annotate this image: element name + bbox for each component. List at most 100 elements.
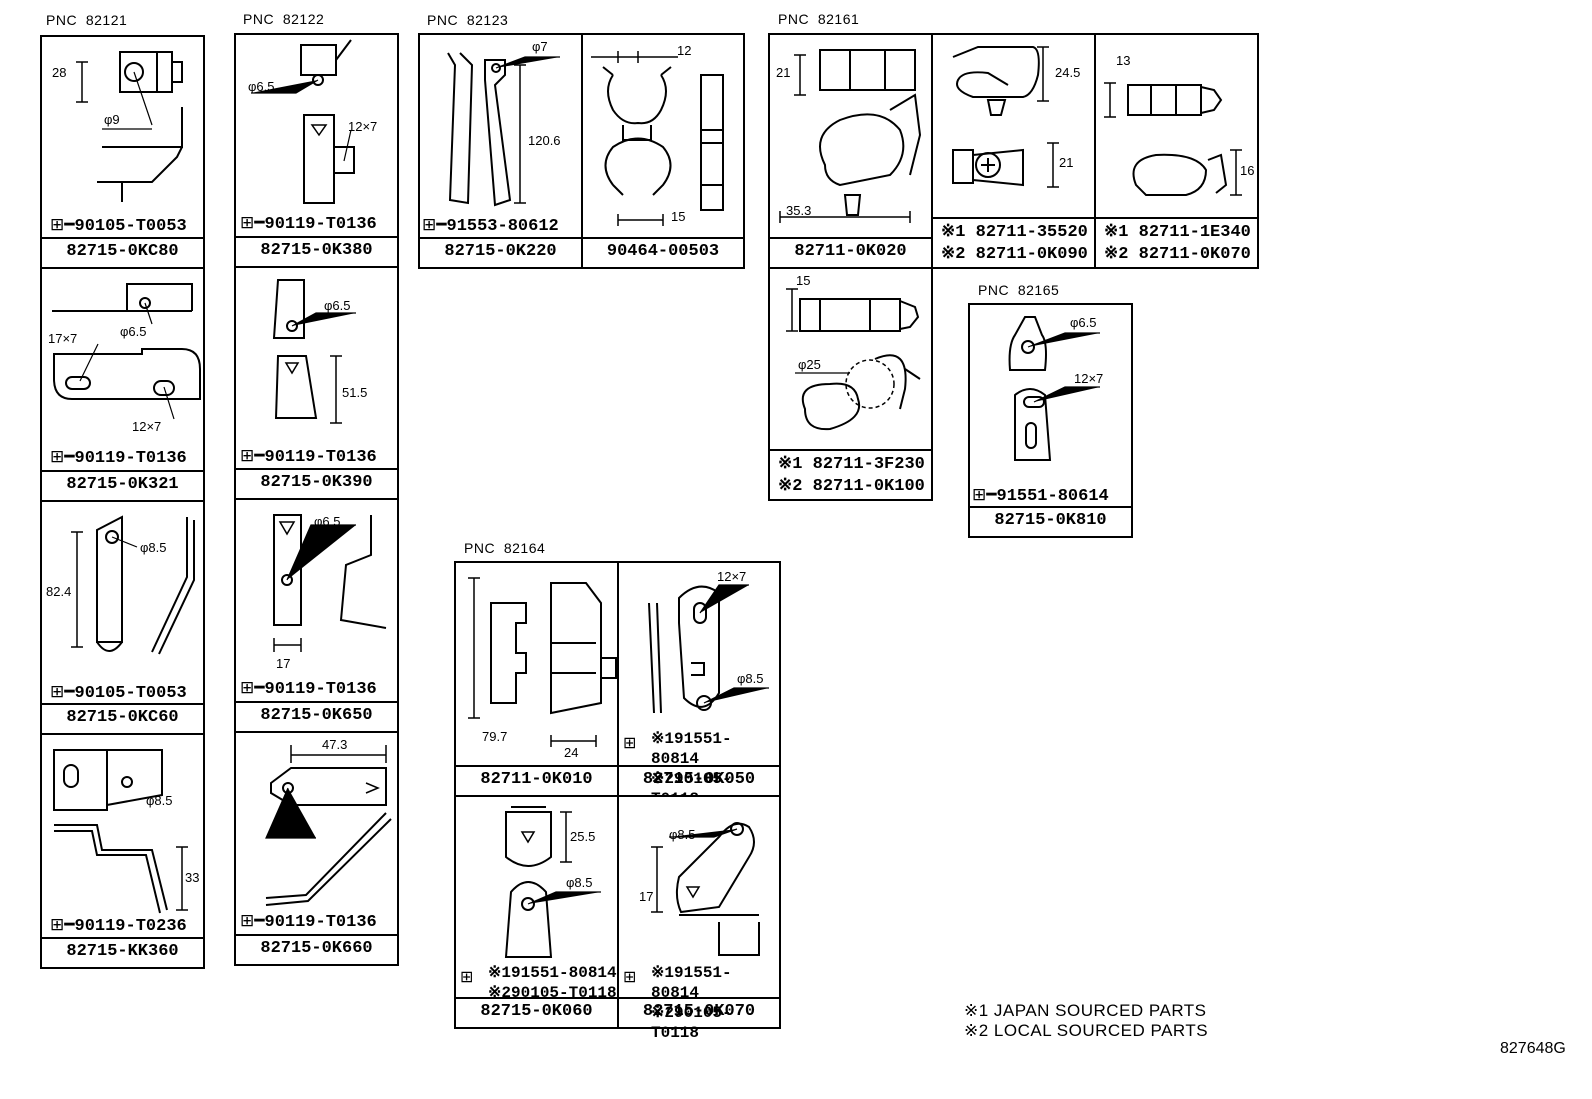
- part-number[interactable]: 82715-0K810: [970, 506, 1131, 536]
- dimension-label: 12×7: [717, 569, 747, 584]
- dimension-label: φ6.5: [1070, 315, 1097, 330]
- bolt-row[interactable]: ⊞━90105-T0053: [50, 215, 187, 236]
- dimension-label: φ8.5: [146, 793, 173, 808]
- part-number[interactable]: 82715-KK360: [42, 937, 203, 967]
- part-cell-82711-0K010[interactable]: 79.7 24 82711-0K010: [454, 561, 619, 797]
- dimension-label: 12×7: [348, 119, 378, 134]
- dimension-label: 12: [677, 43, 692, 58]
- legend-local: ※2 LOCAL SOURCED PARTS: [964, 1021, 1209, 1040]
- part-cell-82711-0K020[interactable]: 21 35.3 82711-0K020: [768, 33, 933, 269]
- part-number[interactable]: 82715-0K060: [456, 997, 617, 1027]
- pnc-label-82164: PNC 82164: [464, 540, 546, 556]
- part-cell-82715-KK360[interactable]: φ8.5 33 ⊞━90119-T0236 82715-KK360: [40, 733, 205, 969]
- part-cell-82715-0K060[interactable]: 25.5 φ8.5 ⊞※191551-80814※290105-T0118 82…: [454, 795, 619, 1029]
- clip-drawing: [952, 46, 1059, 188]
- part-number-pair[interactable]: ※1 82711-1E340 ※2 82711-0K070: [1096, 217, 1257, 267]
- part-cell-82715-0K390[interactable]: φ6.5 51.5 ⊞━90119-T0136 82715-0K390: [234, 266, 399, 500]
- part-cell-82715-0K220[interactable]: φ7 120.6 ⊞━91553-80612 82715-0K220: [418, 33, 583, 269]
- part-cell-82711-1E340[interactable]: 13 16 ※1 82711-1E340 ※2 82711-0K070: [1094, 33, 1259, 269]
- bolt-part-number: 90119-T0136: [264, 680, 377, 699]
- dimension-label: 17: [276, 656, 291, 671]
- part-number-pair[interactable]: ※1 82711-35520 ※2 82711-0K090: [933, 217, 1094, 267]
- dimension-label: 13: [1116, 53, 1131, 68]
- japan-bolt[interactable]: ※191551-80814: [488, 964, 617, 982]
- part-cell-82711-3F230[interactable]: 15 φ25 ※1 82711-3F230※2 82711-0K100: [768, 267, 933, 501]
- local-part-number[interactable]: ※2 82711-0K100: [778, 477, 925, 496]
- dimension-label: 28: [52, 65, 67, 80]
- pnc-label-82165: PNC 82165: [978, 282, 1060, 298]
- part-cell-82715-0K650[interactable]: φ6.5 17 ⊞━90119-T0136 82715-0K650: [234, 498, 399, 733]
- bolt-icon: ⊞: [422, 215, 437, 235]
- part-number[interactable]: 90464-00503: [583, 237, 743, 267]
- dimension-label: 24: [564, 745, 579, 760]
- bolt-row[interactable]: ⊞━90105-T0053: [50, 682, 187, 703]
- part-number-pair[interactable]: ※1 82711-3F230 ※2 82711-0K100: [770, 449, 931, 499]
- dimension-label: 16: [1240, 163, 1255, 178]
- part-number[interactable]: 82715-0K660: [236, 934, 397, 964]
- bolt-icon: ⊞: [50, 447, 65, 467]
- dimension-label: 17×7: [48, 331, 78, 346]
- part-number[interactable]: 82715-0KC80: [42, 237, 203, 267]
- bracket-drawing: [265, 745, 392, 906]
- bolt-row[interactable]: ⊞━90119-T0136: [50, 447, 187, 468]
- part-cell-82711-35520[interactable]: 24.5 21 ※1 82711-35520※2 82711-0K090: [931, 33, 1096, 269]
- bolt-rows[interactable]: ⊞※191551-80814※290105-T0118: [623, 729, 779, 809]
- japan-bolt[interactable]: ※191551-80814: [651, 730, 732, 768]
- dimension-label: 12×7: [132, 419, 162, 434]
- part-number[interactable]: 82715-0K321: [42, 470, 203, 500]
- part-number[interactable]: 82715-0K650: [236, 701, 397, 731]
- bolt-row[interactable]: ⊞━90119-T0136: [240, 911, 377, 932]
- bolt-part-number: 90119-T0136: [74, 449, 187, 468]
- dimension-label: 15: [671, 209, 686, 224]
- part-cell-82715-0KC60[interactable]: 82.4 φ8.5 ⊞━90105-T0053 82715-0KC60: [40, 500, 205, 735]
- bolt-row[interactable]: ⊞━90119-T0136: [240, 446, 377, 467]
- part-cell-82715-0KC80[interactable]: 28 φ9 ⊞━90105-T0053 82715-0KC80: [40, 35, 205, 269]
- bolt-row[interactable]: ⊞━91551-80614: [972, 485, 1109, 506]
- part-number[interactable]: 82715-0K390: [236, 468, 397, 498]
- dimension-label: φ9: [104, 112, 120, 127]
- bolt-icon: ⊞: [972, 485, 987, 505]
- part-cell-82715-0K660[interactable]: 47.3 φ6.5 ⊞━90119-T0136 82715-0K660: [234, 731, 399, 966]
- part-cell-82715-0K321[interactable]: 17×7 φ6.5 12×7 ⊞━90119-T0136 82715-0K321: [40, 267, 205, 502]
- local-part-number[interactable]: ※2 82711-0K070: [1104, 245, 1251, 264]
- part-number[interactable]: 82711-0K010: [456, 765, 617, 795]
- part-cell-82715-0K380[interactable]: φ6.5 12×7 ⊞━90119-T0136 82715-0K380: [234, 33, 399, 268]
- pnc-label-82121: PNC 82121: [46, 12, 128, 28]
- bolt-icon: ⊞: [623, 967, 637, 986]
- bolt-row[interactable]: ⊞━90119-T0136: [240, 678, 377, 699]
- bolt-row[interactable]: ⊞━90119-T0236: [50, 915, 187, 936]
- part-number[interactable]: 82715-0KC60: [42, 703, 203, 733]
- bolt-row[interactable]: ⊞━91553-80612: [422, 215, 559, 236]
- bracket-drawing: [272, 279, 356, 424]
- legend-japan: ※1 JAPAN SOURCED PARTS: [964, 1001, 1207, 1020]
- bolt-icon: ⊞: [240, 446, 255, 466]
- bolt-part-number: 91553-80612: [446, 217, 559, 236]
- bolt-part-number: 91551-80614: [996, 487, 1109, 506]
- bracket-drawing: [504, 806, 601, 958]
- japan-part-number[interactable]: ※1 82711-3F230: [778, 455, 925, 474]
- local-bolt[interactable]: ※290105-T0118: [651, 1004, 732, 1042]
- part-cell-82715-0K050[interactable]: 12×7 φ8.5 ⊞※191551-80814※290105-T0118 82…: [617, 561, 781, 808]
- part-number[interactable]: 82715-0K220: [420, 237, 581, 267]
- part-number[interactable]: 82711-0K020: [770, 237, 931, 267]
- bolt-part-number: 90119-T0236: [74, 917, 187, 936]
- dimension-label: 12×7: [1074, 371, 1104, 386]
- dimension-label: φ6.5: [248, 79, 275, 94]
- dimension-label: 21: [776, 65, 791, 80]
- dimension-label: φ8.5: [737, 671, 764, 686]
- japan-part-number[interactable]: ※1 82711-1E340: [1104, 223, 1251, 242]
- part-cell-90464-00503[interactable]: 12 15 90464-00503: [581, 33, 745, 269]
- part-cell-82715-0K070[interactable]: φ8.5 17 ⊞※191551-80814※290105-T0118 8271…: [617, 795, 781, 1042]
- pnc-label-82161: PNC 82161: [778, 11, 860, 27]
- bolt-part-number: 90105-T0053: [74, 684, 187, 703]
- part-number[interactable]: 82715-0K380: [236, 236, 397, 266]
- clip-drawing: [468, 577, 617, 747]
- bolt-row[interactable]: ⊞━90119-T0136: [240, 213, 377, 234]
- bolt-icon: ⊞: [240, 678, 255, 698]
- japan-part-number[interactable]: ※1 82711-35520: [941, 223, 1088, 242]
- part-cell-82715-0K810[interactable]: φ6.5 12×7 ⊞━91551-80614 82715-0K810: [968, 303, 1133, 538]
- local-part-number[interactable]: ※2 82711-0K090: [941, 245, 1088, 264]
- part-number[interactable]: 82715-0K070: [619, 997, 779, 1027]
- part-number[interactable]: 82715-0K050: [619, 765, 779, 795]
- bolt-icon: ⊞: [50, 915, 65, 935]
